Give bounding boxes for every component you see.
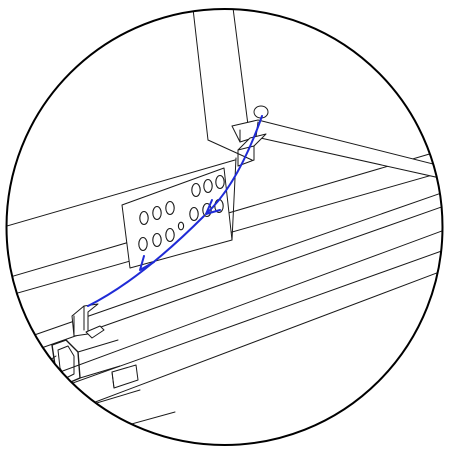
perforated-plate [121, 167, 233, 269]
mounting-bracket [231, 119, 443, 181]
detail-circle-border [5, 8, 444, 446]
plate-holes [138, 174, 225, 252]
direction-arrows [87, 115, 263, 307]
upper-arrow [205, 115, 263, 215]
locking-clip [71, 303, 105, 339]
base-lines [79, 389, 176, 431]
drawer-panel [6, 157, 237, 241]
upper-arrowhead [205, 199, 221, 215]
support-block [111, 364, 139, 389]
lower-arrowhead [139, 255, 155, 271]
detail-contents [6, 9, 443, 431]
channel-profile [49, 339, 121, 385]
